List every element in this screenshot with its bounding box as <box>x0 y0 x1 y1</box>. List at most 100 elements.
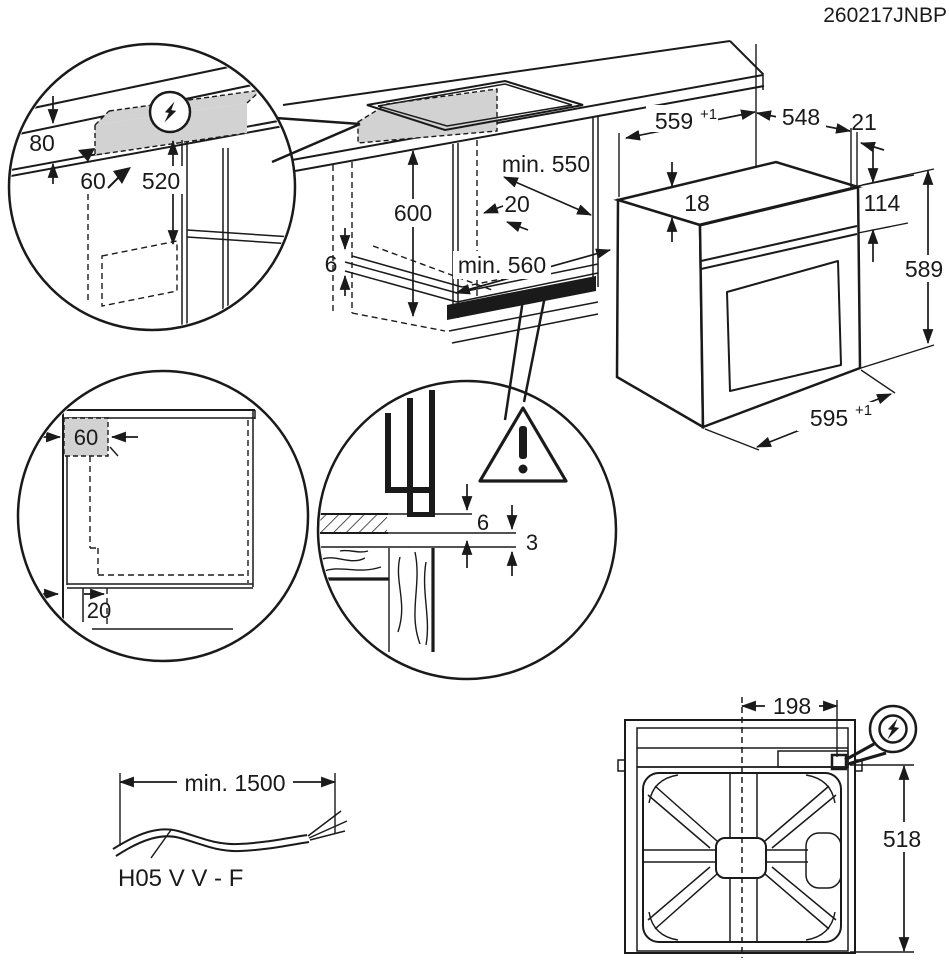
worktop-underside <box>294 85 765 172</box>
control-panel-line-a <box>700 225 858 262</box>
dim-114-bg <box>860 189 904 216</box>
c2-dim-60-label: 60 <box>74 425 98 450</box>
c3-worktop-hatch <box>320 514 387 533</box>
c1-shelf-a <box>186 229 293 238</box>
plinth-top <box>448 301 599 332</box>
dim-18-label: 18 <box>684 190 710 216</box>
dim-21-arrow <box>859 141 885 153</box>
oven-3d: 559 +1 548 21 18 114 589 595 <box>613 44 948 451</box>
c3-dim-3-label: 3 <box>526 530 538 555</box>
shelf-left-bottom-edge <box>344 270 458 303</box>
c3-profile-b <box>407 398 413 517</box>
dim-114-label: 114 <box>864 190 901 216</box>
gap-callout-line-b <box>522 290 548 403</box>
back-diagonal-ribs <box>647 785 837 930</box>
dim-198-bg <box>765 692 819 719</box>
dim-198-label: 198 <box>773 693 811 719</box>
dim-60-pointer-tail <box>107 176 120 189</box>
oven-door-window <box>726 260 842 392</box>
dim-520-label: 520 <box>142 168 180 194</box>
warning-icon <box>478 406 568 483</box>
back-right-plate <box>805 832 842 889</box>
power-cable-figure: min. 1500 H05 V V - F <box>112 768 348 892</box>
c1-slab-left-dash <box>94 110 110 126</box>
c3-wood-grain-right <box>397 551 429 646</box>
hob-cutout-inner <box>377 83 573 127</box>
c1-slab-outline-dash <box>94 125 248 156</box>
back-ribs <box>643 773 808 942</box>
dim-548-bg <box>776 103 826 130</box>
c2-clearance-box-outline <box>63 417 109 457</box>
plinth-bottom <box>451 313 599 344</box>
dim-20-arrow-b <box>505 221 529 232</box>
hidden-bottom-edge <box>351 312 446 332</box>
dim-80-label: 80 <box>29 130 55 156</box>
ext-595-left <box>704 428 760 451</box>
dim-line-min550 <box>503 176 592 216</box>
back-center-plate <box>715 837 767 879</box>
dim-6-label: 6 <box>325 251 338 277</box>
cable-wire-c <box>309 830 346 841</box>
dim-589-label: 589 <box>905 256 943 282</box>
ext-589-bottom <box>860 344 935 369</box>
dim-60-pointer-b <box>113 167 131 184</box>
dim-600-label: 600 <box>394 200 432 226</box>
c2-clearance-box <box>64 418 108 456</box>
dim-20-bg <box>502 191 533 217</box>
dim-600-bg <box>390 199 436 227</box>
c3-profile-foot <box>407 512 435 517</box>
oven-left-panel <box>615 198 705 430</box>
dim-60-label: 60 <box>80 168 106 194</box>
gap-callout-line-a <box>503 292 526 421</box>
c3-dim-6-label: 6 <box>477 510 489 535</box>
worktop-front-edge <box>291 74 764 161</box>
cable-line-a <box>112 828 308 850</box>
electric-supply-icon <box>148 90 192 134</box>
terminal-box <box>830 753 848 771</box>
ext-114-bottom <box>857 222 909 234</box>
detail-side-clearance: 60 20 <box>16 369 310 663</box>
callout-arrow-line-b <box>271 122 361 164</box>
part-number-label: 260217JNBP <box>823 4 947 27</box>
dim-518-label: 518 <box>883 826 921 852</box>
dim-min560-label: min. 560 <box>458 252 546 278</box>
c3-profile-c <box>429 390 435 517</box>
dim-20-label: 20 <box>504 191 530 217</box>
c3-wood-grain-left <box>320 549 382 573</box>
detail-connection-area: 80 60 520 <box>7 42 361 332</box>
dim-1500-label: min. 1500 <box>184 770 285 796</box>
back-notch-left <box>617 759 626 772</box>
dim-548-label: 548 <box>782 104 820 130</box>
back-outer <box>624 719 856 954</box>
ext-589-top <box>861 168 935 186</box>
dim-1500-bg <box>177 768 293 797</box>
cable-type-label: H05 V V - F <box>118 865 243 892</box>
dim-559-label: 559 <box>655 108 693 134</box>
c1-hidden-oven-box <box>101 240 178 307</box>
callout-tail-a <box>844 742 875 762</box>
dim-60-bg <box>77 166 110 194</box>
cabinet-scene: 600 min. 550 20 6 min. 560 <box>282 40 765 344</box>
detail-front-gaps: 6 3 <box>316 290 618 681</box>
shelf-left-top-edge <box>351 255 463 288</box>
dim-min550-label: min. 550 <box>502 151 590 177</box>
c3-profile-a <box>385 413 391 491</box>
callout-tail-b <box>847 751 887 766</box>
worktop-right-end <box>729 40 764 75</box>
cable-wire-a <box>307 810 342 837</box>
oven-front-face <box>698 185 862 429</box>
c2-dim-20-label: 20 <box>87 598 111 623</box>
dim-18-bg <box>679 190 714 215</box>
worktop-back-edge <box>282 40 731 106</box>
dim-589-bg <box>900 255 948 282</box>
control-panel-line-b <box>700 233 858 270</box>
dim-559-bg <box>646 105 718 132</box>
ext-595-right <box>860 369 896 394</box>
detail-circle-side <box>16 369 310 663</box>
electric-supply-callout-icon <box>844 704 918 766</box>
oven-back-view: 198 518 <box>617 692 928 958</box>
dim-520-bg <box>140 166 184 194</box>
c2-tick <box>109 446 119 457</box>
